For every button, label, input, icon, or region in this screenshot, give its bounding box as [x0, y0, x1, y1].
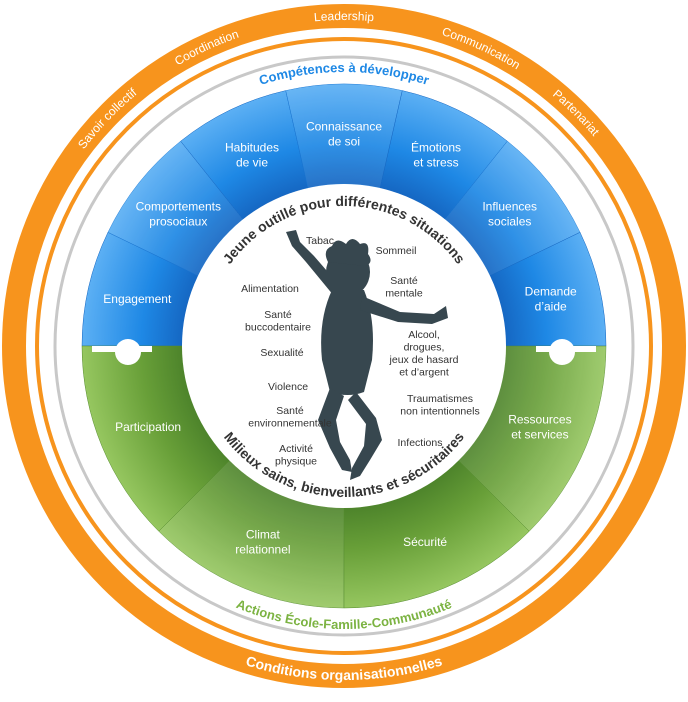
puzzle-tab-right — [536, 339, 596, 365]
green-segment-label: Participation — [115, 420, 181, 434]
grey-ring — [53, 55, 635, 637]
outer-item-savoir-collectif: Savoir collectif — [75, 85, 140, 151]
health-topic: Alimentation — [241, 283, 299, 295]
green-action-segments — [81, 345, 607, 609]
jumping-youth-silhouette — [286, 230, 448, 480]
health-topic: Tabac — [306, 235, 334, 247]
outer-item-leadership: Leadership — [313, 9, 374, 24]
puzzle-tab-left — [92, 339, 152, 365]
health-topic: Sommeil — [376, 245, 417, 257]
green-segment-label: Sécurité — [403, 535, 447, 549]
outer-item-partenariat: Partenariat — [550, 87, 602, 139]
outer-orange-ring — [2, 4, 686, 688]
outer-orange-inner-line — [35, 37, 653, 655]
health-topic: Sexualité — [260, 347, 303, 359]
blue-competence-segments — [81, 83, 607, 347]
blue-segment-label: Engagement — [103, 292, 172, 306]
health-topic: Violence — [268, 381, 308, 393]
health-topic: Infections — [398, 437, 443, 449]
